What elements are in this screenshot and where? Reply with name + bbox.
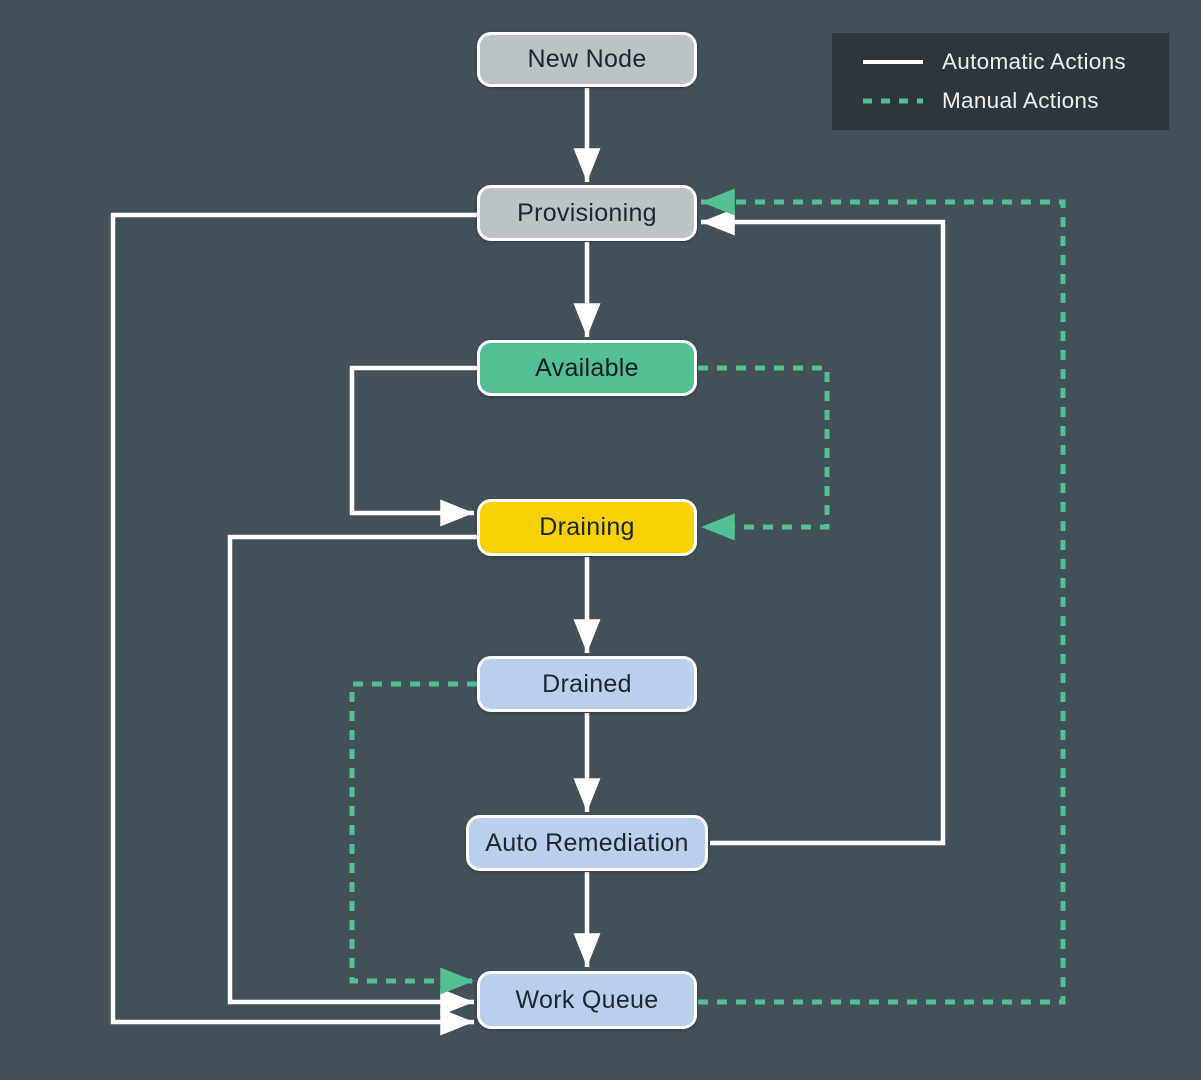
node-label: Provisioning xyxy=(517,198,657,227)
edge-provisioning-to-work-queue-automatic xyxy=(110,212,477,1036)
legend-row-automatic: Automatic Actions xyxy=(862,49,1169,75)
edge-draining-to-work-queue-automatic xyxy=(227,534,477,1016)
node-drained: Drained xyxy=(477,656,697,712)
manual-dashed-line-icon xyxy=(863,98,923,104)
edge-available-to-draining-manual xyxy=(698,365,830,541)
automatic-line-icon xyxy=(863,60,923,64)
node-label: Drained xyxy=(542,669,632,698)
node-available: Available xyxy=(477,340,697,396)
node-new-node: New Node xyxy=(477,32,697,87)
legend-row-manual: Manual Actions xyxy=(862,88,1169,114)
edge-auto-remediation-to-provisioning-automatic xyxy=(701,208,946,846)
node-label: Auto Remediation xyxy=(485,828,689,857)
legend-label-automatic: Automatic Actions xyxy=(942,49,1126,74)
edge-available-to-draining-automatic xyxy=(349,365,478,527)
node-label: New Node xyxy=(527,45,647,73)
node-draining: Draining xyxy=(477,499,697,556)
node-label: Work Queue xyxy=(515,985,659,1014)
node-auto-remediation: Auto Remediation xyxy=(466,815,708,871)
edge-work-queue-to-provisioning-manual xyxy=(698,188,1066,1005)
node-label: Available xyxy=(535,353,639,382)
node-label: Draining xyxy=(539,513,635,541)
edge-drained-to-work-queue-manual xyxy=(349,681,477,995)
node-work-queue: Work Queue xyxy=(477,971,697,1029)
legend-label-manual: Manual Actions xyxy=(942,88,1099,113)
node-provisioning: Provisioning xyxy=(477,185,697,241)
legend: Automatic Actions Manual Actions xyxy=(832,33,1169,130)
